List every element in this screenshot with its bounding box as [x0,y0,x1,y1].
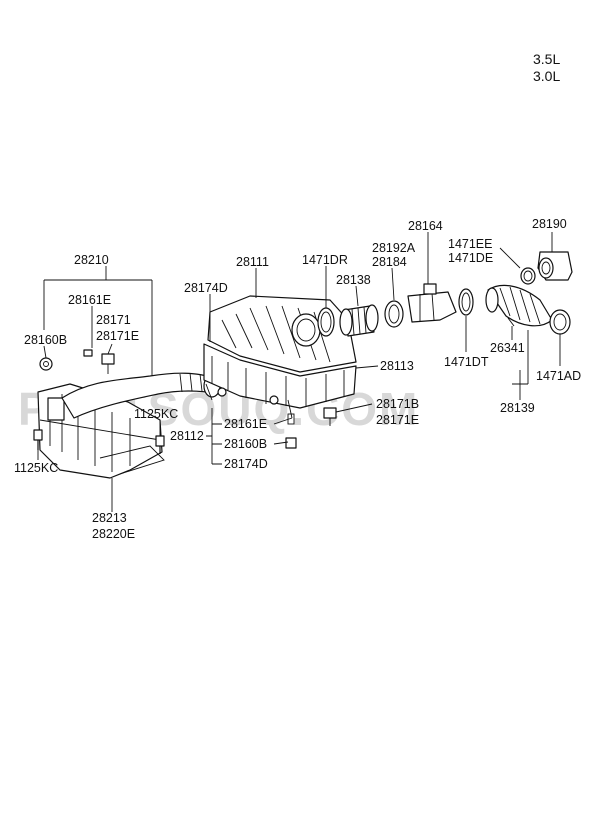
nut-28160B[interactable] [39,357,53,371]
label-28112[interactable]: 28112 [170,429,204,443]
label-1471AD[interactable]: 1471AD [536,369,581,383]
clamp-1471DR[interactable] [317,307,335,337]
label-28171[interactable]: 28171 [96,313,131,327]
label-28190[interactable]: 28190 [532,217,567,231]
cap-28190[interactable] [537,251,573,281]
engine-3-5l: 3.5L [533,51,560,67]
label-28192A[interactable]: 28192A [372,241,416,255]
label-28184[interactable]: 28184 [372,255,407,269]
hose-28139[interactable] [485,284,553,327]
label-28138[interactable]: 28138 [336,273,371,287]
clamp-1471EE[interactable] [520,267,536,285]
label-1471DR[interactable]: 1471DR [302,253,348,267]
label-28171B[interactable]: 28171B [376,397,419,411]
label-1125KC-left[interactable]: 1125KC [14,461,58,475]
label-1471DE[interactable]: 1471DE [448,251,493,265]
bolt-28171B[interactable] [323,407,337,426]
duct-28138[interactable] [339,304,379,337]
leader-lines [37,232,561,512]
label-28161E-b[interactable]: 28161E [224,417,267,431]
clamp-1471DT[interactable] [458,288,474,316]
label-28160B[interactable]: 28160B [24,333,67,347]
label-1125KC-right[interactable]: 1125KC [134,407,178,421]
label-28139[interactable]: 28139 [500,401,535,415]
sensor-28164[interactable] [407,283,457,323]
part-labels: 28210 28161E 28171 28171E 28160B 1125KC … [14,217,581,541]
label-28111[interactable]: 28111 [236,255,269,269]
engine-variants: 3.5L 3.0L [533,51,560,84]
label-28161E[interactable]: 28161E [68,293,111,307]
label-26341[interactable]: 26341 [490,341,525,355]
clamp-1471AD[interactable] [549,309,571,335]
label-28113[interactable]: 28113 [380,359,414,373]
label-1471EE[interactable]: 1471EE [448,237,492,251]
bolt-28171[interactable] [101,353,115,374]
label-28210[interactable]: 28210 [74,253,109,267]
label-28160B-b[interactable]: 28160B [224,437,267,451]
grommet-28161E[interactable] [83,349,93,357]
label-28213[interactable]: 28213 [92,511,127,525]
bolt-1125KC-b[interactable] [155,435,165,454]
label-1471DT[interactable]: 1471DT [444,355,489,369]
label-28164[interactable]: 28164 [408,219,443,233]
label-28171E-b[interactable]: 28171E [376,413,419,427]
clamp-28184[interactable] [384,300,404,328]
engine-3-0l: 3.0L [533,68,560,84]
label-28171E[interactable]: 28171E [96,329,139,343]
air-cleaner-body-28112[interactable] [203,343,357,419]
label-28174D-bottom[interactable]: 28174D [224,457,268,471]
label-28174D-top[interactable]: 28174D [184,281,228,295]
bolt-1125KC-a[interactable] [33,429,43,450]
label-28220E[interactable]: 28220E [92,527,135,541]
